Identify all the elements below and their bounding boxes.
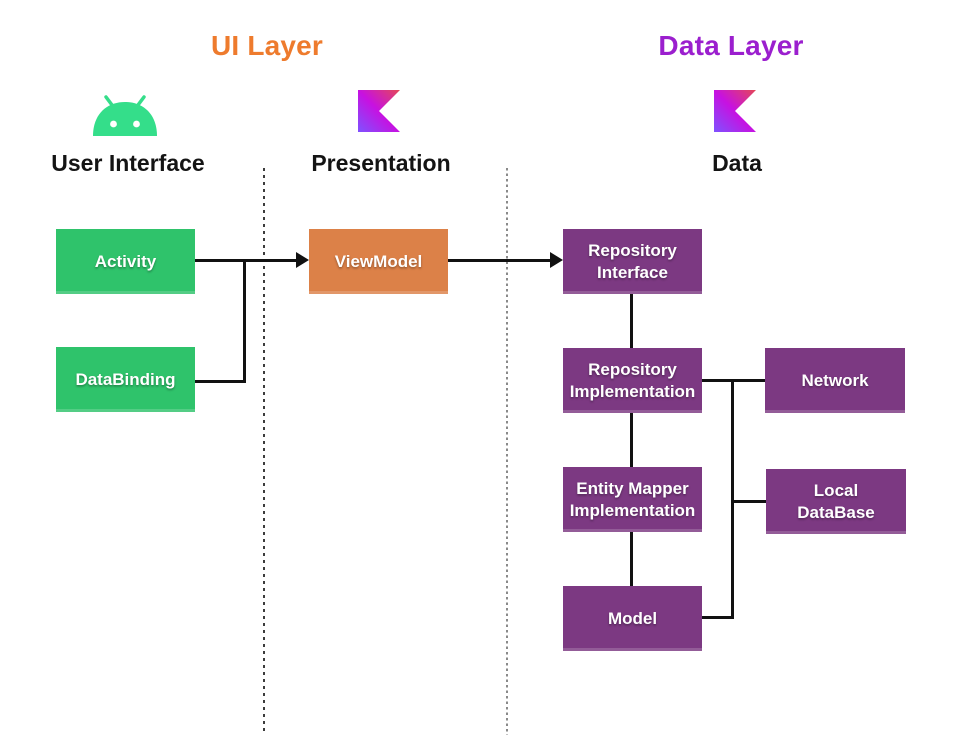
- node-label: Repository Interface: [588, 241, 677, 282]
- node-label: Activity: [94, 251, 157, 271]
- connector-viewmodel-to-repository: [448, 259, 551, 262]
- node-local-database: Local DataBase: [766, 469, 906, 534]
- node-label: Repository Implementation: [569, 360, 696, 401]
- node-label: ViewModel: [334, 251, 423, 271]
- connector-interface-to-implementation: [630, 294, 633, 348]
- android-icon: [93, 95, 157, 136]
- arrowhead-icon: [296, 252, 309, 268]
- node-network: Network: [765, 348, 905, 413]
- node-label: Entity Mapper Implementation: [569, 479, 696, 520]
- connector-implementation-to-mapper: [630, 413, 633, 467]
- column-heading-user-interface: User Interface: [51, 150, 205, 176]
- node-label: Local DataBase: [797, 481, 875, 522]
- node-label: Network: [801, 370, 869, 390]
- node-label: DataBinding: [75, 369, 176, 389]
- connector-model-to-branch: [702, 616, 734, 619]
- connector-activity-to-viewmodel: [195, 259, 298, 262]
- column-divider: [263, 168, 265, 735]
- node-repository-interface: Repository Interface: [563, 229, 702, 294]
- connector-branch-to-localdb: [731, 500, 766, 503]
- ui-layer-title: UI Layer: [210, 30, 324, 61]
- connector-databinding-junction: [243, 259, 246, 383]
- node-model: Model: [563, 586, 702, 651]
- column-divider: [506, 168, 508, 735]
- kotlin-icon: [358, 90, 400, 132]
- arrowhead-icon: [550, 252, 563, 268]
- node-label: Model: [607, 608, 658, 628]
- column-heading-data: Data: [712, 150, 762, 176]
- node-entity-mapper-implementation: Entity Mapper Implementation: [563, 467, 702, 532]
- node-repository-implementation: Repository Implementation: [563, 348, 702, 413]
- connector-databinding-stub: [195, 380, 246, 383]
- connector-branch-vertical: [731, 379, 734, 619]
- node-databinding: DataBinding: [56, 347, 195, 412]
- node-viewmodel: ViewModel: [309, 229, 448, 294]
- data-layer-title: Data Layer: [658, 30, 804, 61]
- node-activity: Activity: [56, 229, 195, 294]
- kotlin-icon: [714, 90, 756, 132]
- column-heading-presentation: Presentation: [311, 150, 451, 176]
- connector-mapper-to-model: [630, 532, 633, 586]
